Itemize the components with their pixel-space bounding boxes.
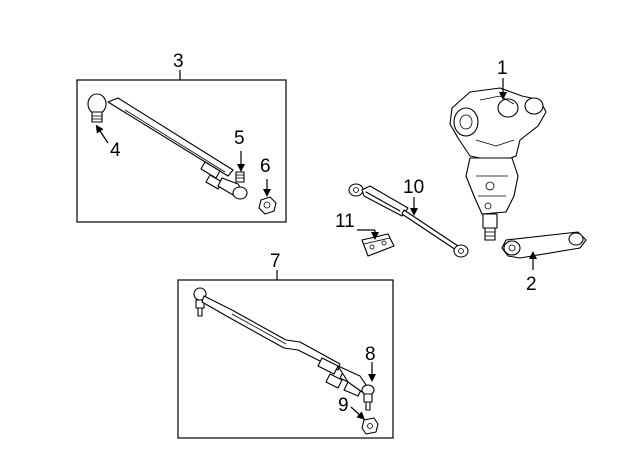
callout-3[interactable]: 3 — [173, 51, 184, 72]
tie-rod-part — [87, 93, 248, 200]
steering-damper-part — [348, 183, 469, 258]
callout-10[interactable]: 10 — [403, 177, 424, 198]
steering-gear-part — [449, 87, 547, 241]
callout-2[interactable]: 2 — [526, 274, 537, 295]
drag-link-nut-part — [361, 417, 379, 435]
pitman-arm-group: 2 — [501, 231, 587, 295]
ball-stud-part — [235, 171, 245, 183]
callout-5[interactable]: 5 — [234, 128, 245, 149]
callout-11[interactable]: 11 — [335, 211, 355, 232]
damper-bracket-group: 11 — [335, 211, 395, 257]
callout-8[interactable]: 8 — [365, 344, 376, 365]
callout-6[interactable]: 6 — [260, 156, 271, 177]
callout-1[interactable]: 1 — [497, 58, 508, 79]
tie-rod-box — [76, 79, 287, 223]
tie-rod-assembly-group: 3 5 — [76, 51, 287, 223]
drag-link-part — [193, 287, 375, 411]
drag-link-box — [177, 279, 394, 439]
damper-bracket-part — [361, 233, 395, 257]
callout-9[interactable]: 9 — [338, 395, 349, 416]
drag-link-assembly-group: 7 8 9 — [177, 251, 394, 439]
steering-gear-group: 1 — [449, 58, 547, 241]
callout-7[interactable]: 7 — [270, 251, 281, 272]
pitman-arm-part — [501, 231, 587, 259]
callout-4[interactable]: 4 — [110, 140, 121, 161]
castle-nut-part — [258, 196, 277, 215]
steering-damper-group: 10 — [348, 177, 469, 258]
